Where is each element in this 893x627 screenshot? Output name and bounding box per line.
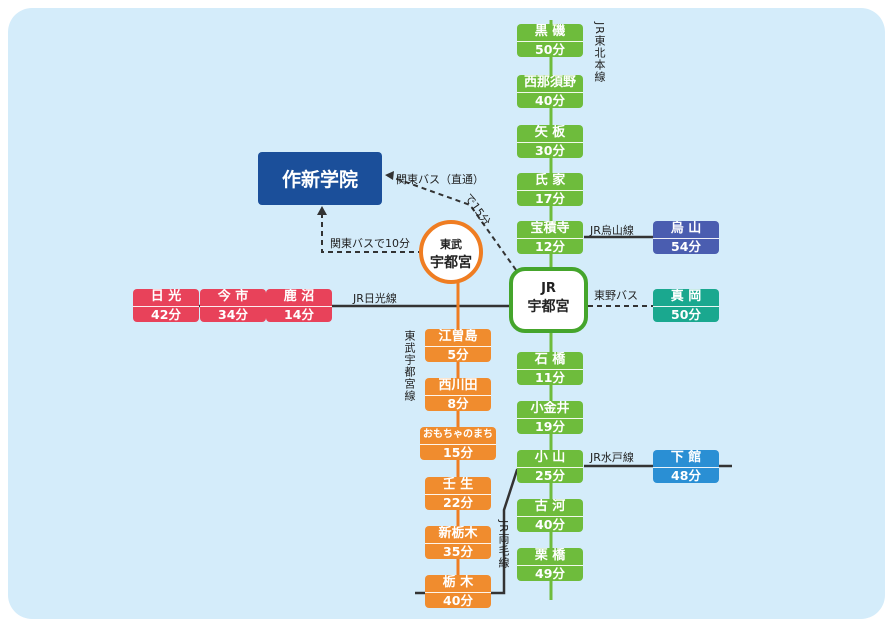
station-name: 栗 橋 xyxy=(517,548,583,565)
hub-line2: 宇都宮 xyxy=(527,299,570,315)
jr-utsunomiya-hub: JR 宇都宮 xyxy=(509,267,588,333)
station-shintochigi: 新栃木 35分 xyxy=(425,526,491,559)
station-esojima: 江曽島 5分 xyxy=(425,329,491,362)
station-koga: 古 河 40分 xyxy=(517,499,583,532)
school-box: 作新学院 xyxy=(258,152,382,205)
jr-tohoku-label: JR東北本線 xyxy=(593,22,606,83)
station-time: 19分 xyxy=(517,417,583,434)
kanto-bus-10-label: 関東バスで10分 xyxy=(330,237,410,250)
station-name: 栃 木 xyxy=(425,575,491,592)
station-hoshakuji: 宝積寺 12分 xyxy=(517,221,583,254)
station-time: 42分 xyxy=(133,305,199,322)
hub-line1: 東武 xyxy=(440,238,462,251)
station-time: 40分 xyxy=(517,515,583,532)
station-time: 17分 xyxy=(517,189,583,206)
station-name: 江曽島 xyxy=(425,329,491,346)
station-name: 宝積寺 xyxy=(517,221,583,238)
station-oyama: 小 山 25分 xyxy=(517,450,583,483)
station-time: 12分 xyxy=(517,237,583,254)
station-tochigi: 栃 木 40分 xyxy=(425,575,491,608)
jr-ryomo-label: JR両毛線 xyxy=(497,520,510,569)
arrow-head-icon xyxy=(385,171,394,180)
kanto-bus-direct-route xyxy=(385,174,517,271)
hub-line1: JR xyxy=(541,281,556,296)
station-name: 氏 家 xyxy=(517,173,583,190)
station-time: 50分 xyxy=(653,305,719,322)
station-kurihashi: 栗 橋 49分 xyxy=(517,548,583,581)
station-name: 黒 磯 xyxy=(517,24,583,41)
station-name: 新栃木 xyxy=(425,526,491,543)
station-time: 48分 xyxy=(653,466,719,483)
station-time: 35分 xyxy=(425,542,491,559)
station-karasuyama: 烏 山 54分 xyxy=(653,221,719,254)
arrow-head-icon xyxy=(317,206,327,215)
station-mibu: 壬 生 22分 xyxy=(425,477,491,510)
station-name: 壬 生 xyxy=(425,477,491,494)
station-imaichi: 今 市 34分 xyxy=(200,289,266,322)
hub-line2: 宇都宮 xyxy=(430,255,472,271)
station-name: 石 橋 xyxy=(517,352,583,369)
station-name: 下 館 xyxy=(653,450,719,467)
station-nikko: 日 光 42分 xyxy=(133,289,199,322)
station-name: 古 河 xyxy=(517,499,583,516)
station-name: 矢 板 xyxy=(517,125,583,142)
jr-mito-label: JR水戸線 xyxy=(590,451,634,464)
station-time: 25分 xyxy=(517,466,583,483)
station-time: 14分 xyxy=(266,305,332,322)
station-moka: 真 岡 50分 xyxy=(653,289,719,322)
kanto-bus-direct-label: 関東バス（直通） xyxy=(396,173,484,186)
station-time: 11分 xyxy=(517,368,583,385)
station-time: 50分 xyxy=(517,40,583,57)
station-time: 49分 xyxy=(517,564,583,581)
station-name: 鹿 沼 xyxy=(266,289,332,306)
kanto-bus-10-route xyxy=(321,212,423,253)
station-time: 40分 xyxy=(517,91,583,108)
station-time: 15分 xyxy=(420,443,496,460)
station-nishinasuno: 西那須野 40分 xyxy=(517,75,583,108)
jr-karasuyama-label: JR烏山線 xyxy=(590,224,634,237)
station-time: 8分 xyxy=(425,394,491,411)
station-time: 22分 xyxy=(425,493,491,510)
station-name: おもちゃのまち xyxy=(420,427,496,444)
station-shimodate: 下 館 48分 xyxy=(653,450,719,483)
station-name: 小金井 xyxy=(517,401,583,418)
station-time: 40分 xyxy=(425,591,491,608)
station-name: 烏 山 xyxy=(653,221,719,238)
station-kuroiso: 黒 磯 50分 xyxy=(517,24,583,57)
toya-bus-label: 東野バス xyxy=(594,289,638,302)
station-name: 真 岡 xyxy=(653,289,719,306)
station-yaita: 矢 板 30分 xyxy=(517,125,583,158)
station-ishibashi: 石 橋 11分 xyxy=(517,352,583,385)
tobu-utsunomiya-hub: 東武 宇都宮 xyxy=(419,220,483,284)
station-time: 5分 xyxy=(425,345,491,362)
jr-nikko-label: JR日光線 xyxy=(353,292,397,305)
station-name: 西川田 xyxy=(425,378,491,395)
station-name: 今 市 xyxy=(200,289,266,306)
station-time: 34分 xyxy=(200,305,266,322)
station-name: 日 光 xyxy=(133,289,199,306)
station-kanuma: 鹿 沼 14分 xyxy=(266,289,332,322)
station-nishikawada: 西川田 8分 xyxy=(425,378,491,411)
station-time: 30分 xyxy=(517,141,583,158)
station-time: 54分 xyxy=(653,237,719,254)
station-omochanomachi: おもちゃのまち 15分 xyxy=(420,427,496,460)
tobu-line-label: 東武宇都宮線 xyxy=(403,330,416,402)
station-name: 西那須野 xyxy=(517,75,583,92)
station-ujiie: 氏 家 17分 xyxy=(517,173,583,206)
station-name: 小 山 xyxy=(517,450,583,467)
station-koganei: 小金井 19分 xyxy=(517,401,583,434)
